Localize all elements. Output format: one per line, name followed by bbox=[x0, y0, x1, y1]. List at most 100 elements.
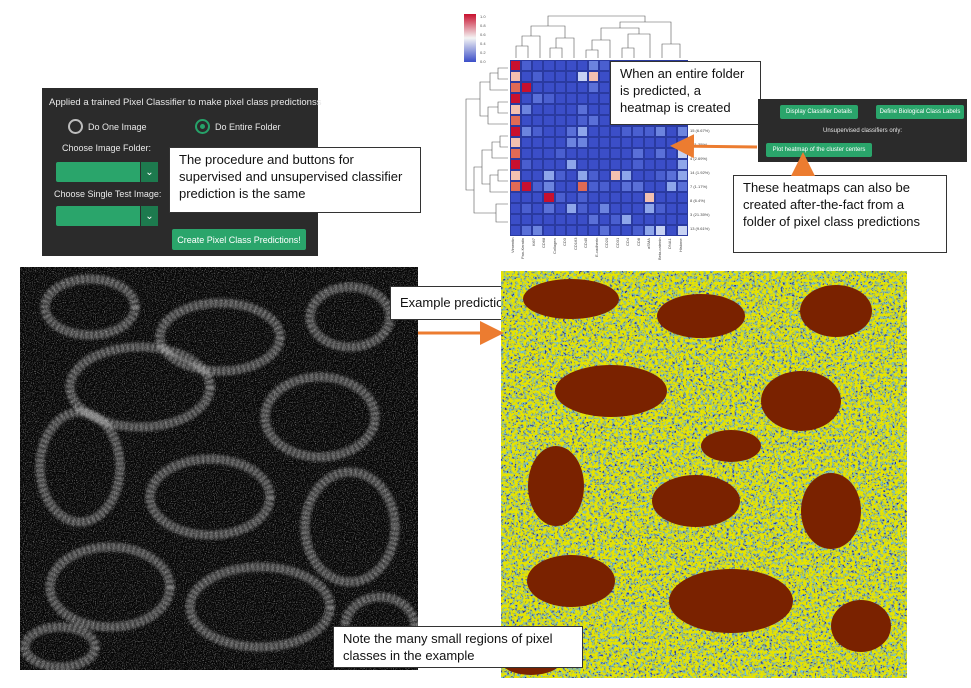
heatmap-column-label: aSMA bbox=[646, 238, 652, 249]
heatmap-cell bbox=[521, 71, 533, 82]
heatmap-cell bbox=[532, 192, 544, 203]
heatmap-cell bbox=[532, 60, 544, 71]
heatmap-column-label: CD3 bbox=[562, 238, 568, 247]
heatmap-column-label: Ki67 bbox=[530, 238, 536, 247]
heatmap-cell bbox=[554, 71, 566, 82]
heatmap-cell bbox=[521, 104, 533, 115]
heatmap-column-label: CD163 bbox=[572, 238, 578, 251]
radio-do-one-image[interactable]: Do One Image bbox=[68, 119, 147, 134]
heatmap-cell bbox=[532, 181, 544, 192]
image-folder-dropdown[interactable]: ⌄ bbox=[56, 162, 158, 182]
heatmap-cell bbox=[676, 170, 688, 181]
heatmap-cell bbox=[510, 126, 522, 137]
heatmap-column-label: Collagen bbox=[551, 238, 557, 254]
heatmap-cell bbox=[676, 214, 688, 225]
heatmap-cell bbox=[654, 203, 666, 214]
heatmap-cell bbox=[665, 214, 677, 225]
heatmap-row-label: 3 (21.35%) bbox=[690, 212, 710, 217]
heatmap-cell bbox=[676, 181, 688, 192]
heatmap-cell bbox=[521, 181, 533, 192]
heatmap-cell bbox=[599, 192, 611, 203]
panel-title: Applied a trained Pixel Classifier to ma… bbox=[49, 97, 322, 108]
heatmap-cell bbox=[610, 192, 622, 203]
heatmap-cell bbox=[587, 93, 599, 104]
heatmap-cell bbox=[554, 93, 566, 104]
lumen-region bbox=[761, 371, 841, 431]
heatmap-cell bbox=[599, 181, 611, 192]
heatmap-cell bbox=[665, 137, 677, 148]
heatmap-cell bbox=[543, 159, 555, 170]
radio-do-entire-folder[interactable]: Do Entire Folder bbox=[195, 119, 281, 134]
heatmap-cell bbox=[643, 203, 655, 214]
heatmap-cell bbox=[654, 148, 666, 159]
heatmap-cell bbox=[665, 148, 677, 159]
lumen-region bbox=[657, 294, 745, 338]
test-image-dropdown[interactable]: ⌄ bbox=[56, 206, 158, 226]
heatmap-cell bbox=[510, 137, 522, 148]
create-predictions-button[interactable]: Create Pixel Class Predictions! bbox=[172, 229, 306, 250]
heatmap-row-label: 7 (1.17%) bbox=[690, 184, 708, 189]
heatmap-cell bbox=[665, 170, 677, 181]
heatmap-cell bbox=[610, 148, 622, 159]
heatmap-cell bbox=[543, 71, 555, 82]
heatmap-cell bbox=[543, 104, 555, 115]
heatmap-cell bbox=[554, 214, 566, 225]
heatmap-cell bbox=[532, 170, 544, 181]
heatmap-column-label: CD68 bbox=[541, 238, 547, 249]
heatmap-cell bbox=[532, 203, 544, 214]
colorbar-tick: 0.0 bbox=[480, 59, 486, 64]
lumen-region bbox=[800, 285, 872, 337]
heatmap-cell bbox=[587, 82, 599, 93]
heatmap-cell bbox=[643, 214, 655, 225]
heatmap-column-label: Vimentin bbox=[510, 238, 515, 254]
heatmap-cell bbox=[599, 93, 611, 104]
heatmap-cell bbox=[610, 214, 622, 225]
heatmap-cell bbox=[610, 137, 622, 148]
heatmap-cell bbox=[576, 126, 588, 137]
heatmap-cell bbox=[676, 203, 688, 214]
heatmap-cell bbox=[587, 192, 599, 203]
heatmap-cell bbox=[510, 203, 522, 214]
heatmap-cell bbox=[554, 225, 566, 236]
heatmap-cell bbox=[587, 225, 599, 236]
heatmap-cell bbox=[554, 181, 566, 192]
predicted-classes-image bbox=[501, 271, 907, 678]
heatmap-cell bbox=[554, 82, 566, 93]
heatmap-row-label: 4 (2.69%) bbox=[690, 156, 708, 161]
heatmap-cell bbox=[532, 225, 544, 236]
heatmap-cell bbox=[521, 214, 533, 225]
heatmap-cell bbox=[532, 71, 544, 82]
heatmap-cell bbox=[643, 126, 655, 137]
heatmap-cell bbox=[510, 60, 522, 71]
heatmap-cell bbox=[665, 203, 677, 214]
heatmap-cell bbox=[621, 225, 633, 236]
heatmap-cell bbox=[521, 148, 533, 159]
heatmap-cell bbox=[510, 71, 522, 82]
heatmap-cell bbox=[610, 225, 622, 236]
heatmap-cell bbox=[532, 104, 544, 115]
colorbar-tick: 1.0 bbox=[480, 14, 486, 19]
heatmap-cell bbox=[665, 126, 677, 137]
heatmap-cell bbox=[621, 181, 633, 192]
heatmap-cell bbox=[532, 126, 544, 137]
heatmap-column-label: CD20 bbox=[604, 238, 610, 249]
heatmap-cell bbox=[576, 137, 588, 148]
heatmap-cell bbox=[665, 181, 677, 192]
plot-heatmap-button[interactable]: Plot heatmap of the cluster centers bbox=[766, 143, 872, 157]
heatmap-cell bbox=[599, 104, 611, 115]
display-details-button[interactable]: Display Classifier Details bbox=[780, 105, 858, 119]
heatmap-cell bbox=[665, 225, 677, 236]
heatmap-cell bbox=[599, 225, 611, 236]
chevron-down-icon[interactable]: ⌄ bbox=[140, 162, 158, 182]
heatmap-column-label: CD45 bbox=[583, 238, 589, 249]
heatmap-cell bbox=[587, 203, 599, 214]
heatmap-cell bbox=[543, 126, 555, 137]
heatmap-row-label: 13 (9.61%) bbox=[690, 226, 710, 231]
radio-label-entire-folder: Do Entire Folder bbox=[215, 121, 281, 132]
heatmap-cell bbox=[532, 137, 544, 148]
define-labels-button[interactable]: Define Biological Class Labels bbox=[876, 105, 964, 119]
left-dendrogram bbox=[465, 67, 508, 223]
chevron-down-icon[interactable]: ⌄ bbox=[140, 206, 158, 226]
raw-tissue-image bbox=[20, 267, 418, 670]
